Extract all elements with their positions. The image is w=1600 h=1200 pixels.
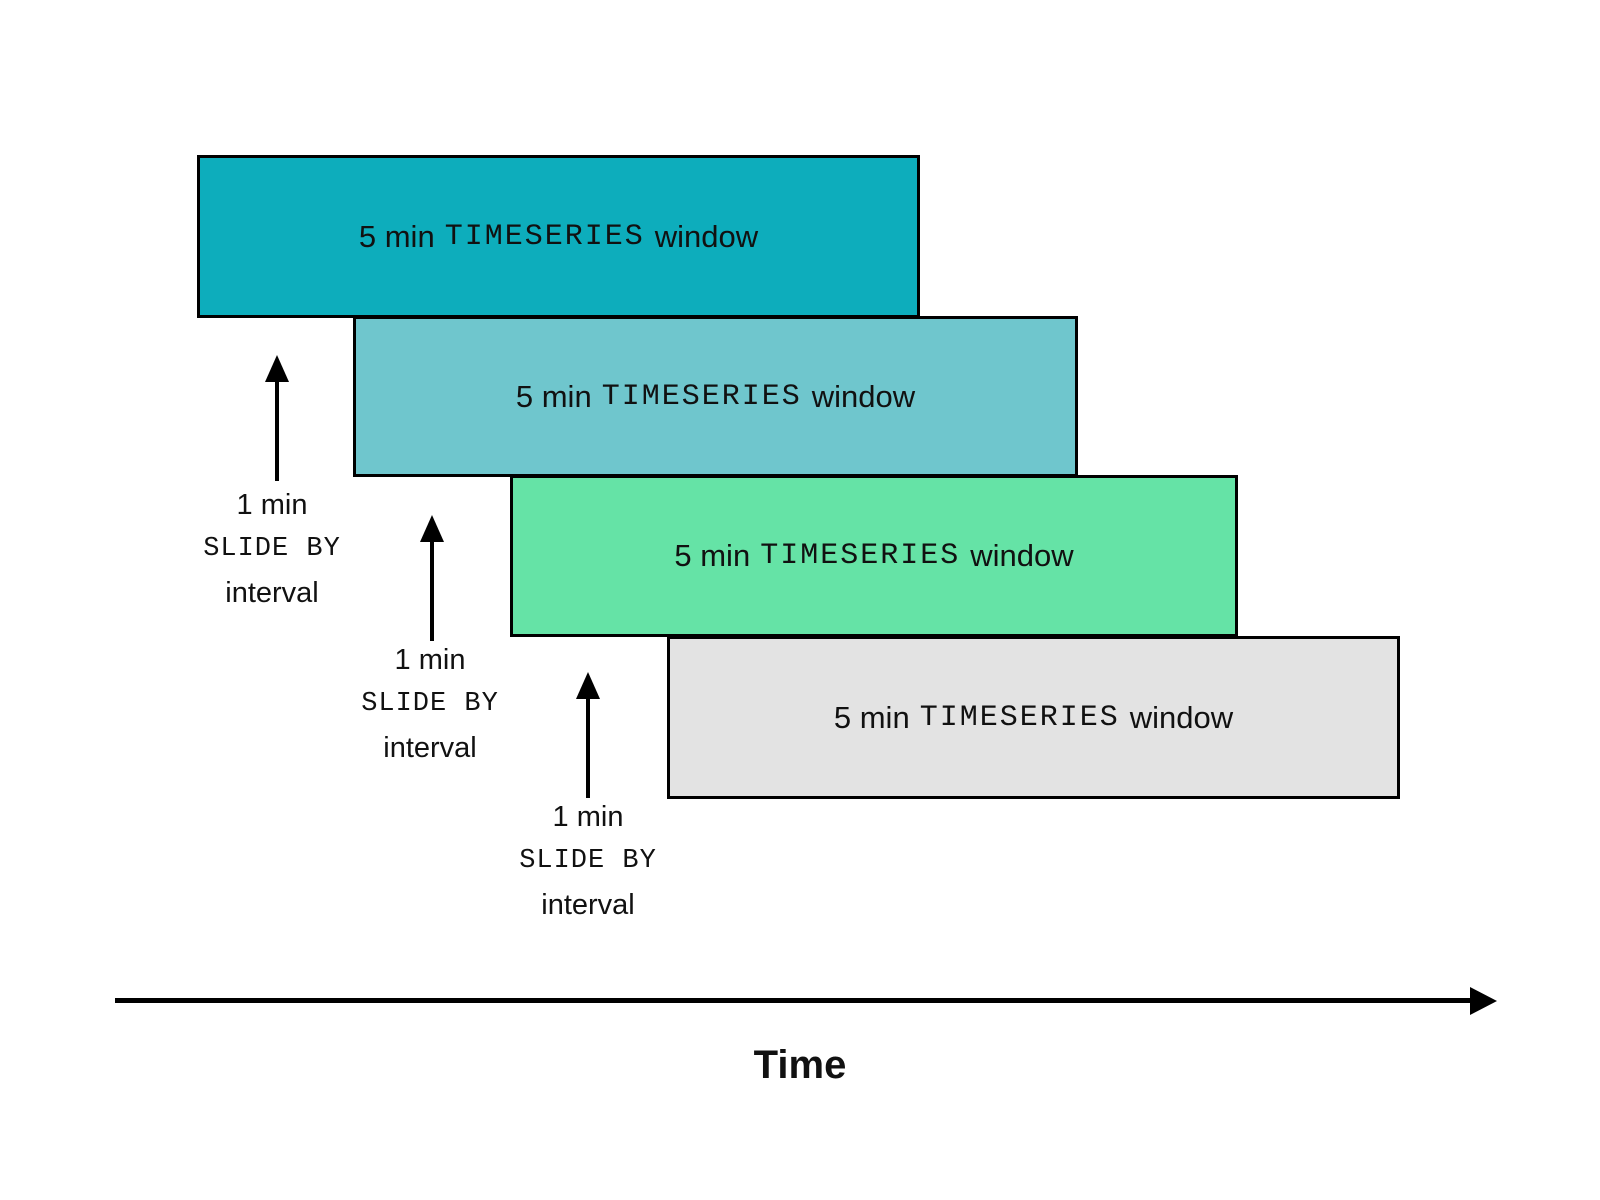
window-label-suffix: window — [811, 378, 916, 414]
slide-up-arrow-icon-3 — [576, 672, 600, 798]
slide-note-line2: SLIDE BY — [361, 689, 499, 719]
window-label-code: TIMESERIES — [601, 379, 802, 414]
window-label-suffix: window — [1129, 699, 1234, 735]
timeseries-window-box-1: 5 min TIMESERIES window — [197, 155, 920, 318]
arrow-shaft — [430, 542, 434, 641]
slide-by-annotation-1: 1 min SLIDE BY interval — [152, 483, 392, 615]
window-label-code: TIMESERIES — [760, 539, 961, 573]
slide-note-line2: SLIDE BY — [203, 534, 341, 564]
timeseries-window-box-2: 5 min TIMESERIES window — [353, 316, 1078, 477]
time-axis-line — [115, 998, 1473, 1003]
arrow-shaft — [586, 699, 590, 798]
window-label-prefix: 5 min — [674, 538, 751, 573]
arrow-shaft — [275, 382, 279, 481]
slide-note-line1: 1 min — [394, 644, 466, 676]
slide-up-arrow-icon-2 — [420, 515, 444, 641]
window-label-code: TIMESERIES — [919, 700, 1120, 735]
window-label-suffix: window — [654, 218, 759, 254]
slide-note-line1: 1 min — [552, 801, 624, 833]
time-axis-label: Time — [753, 1043, 847, 1087]
slide-note-line3: interval — [541, 889, 635, 921]
slide-note-line3: interval — [383, 732, 477, 764]
timeseries-window-box-3: 5 min TIMESERIES window — [510, 475, 1238, 637]
slide-note-line2: SLIDE BY — [519, 846, 657, 876]
timeseries-window-box-4: 5 min TIMESERIES window — [667, 636, 1400, 799]
time-axis-arrowhead-icon — [1470, 987, 1497, 1015]
arrowhead — [576, 672, 600, 699]
arrowhead — [420, 515, 444, 542]
slide-up-arrow-icon-1 — [265, 355, 289, 481]
window-label-prefix: 5 min — [833, 699, 910, 735]
window-label-prefix: 5 min — [515, 378, 592, 414]
window-label-code: TIMESERIES — [444, 219, 645, 254]
slide-by-annotation-2: 1 min SLIDE BY interval — [310, 638, 550, 770]
slide-note-line1: 1 min — [236, 489, 308, 521]
window-label-prefix: 5 min — [358, 218, 435, 254]
slide-note-line3: interval — [225, 577, 319, 609]
arrowhead — [265, 355, 289, 382]
slide-by-annotation-3: 1 min SLIDE BY interval — [468, 795, 708, 927]
window-label-suffix: window — [970, 538, 1074, 573]
